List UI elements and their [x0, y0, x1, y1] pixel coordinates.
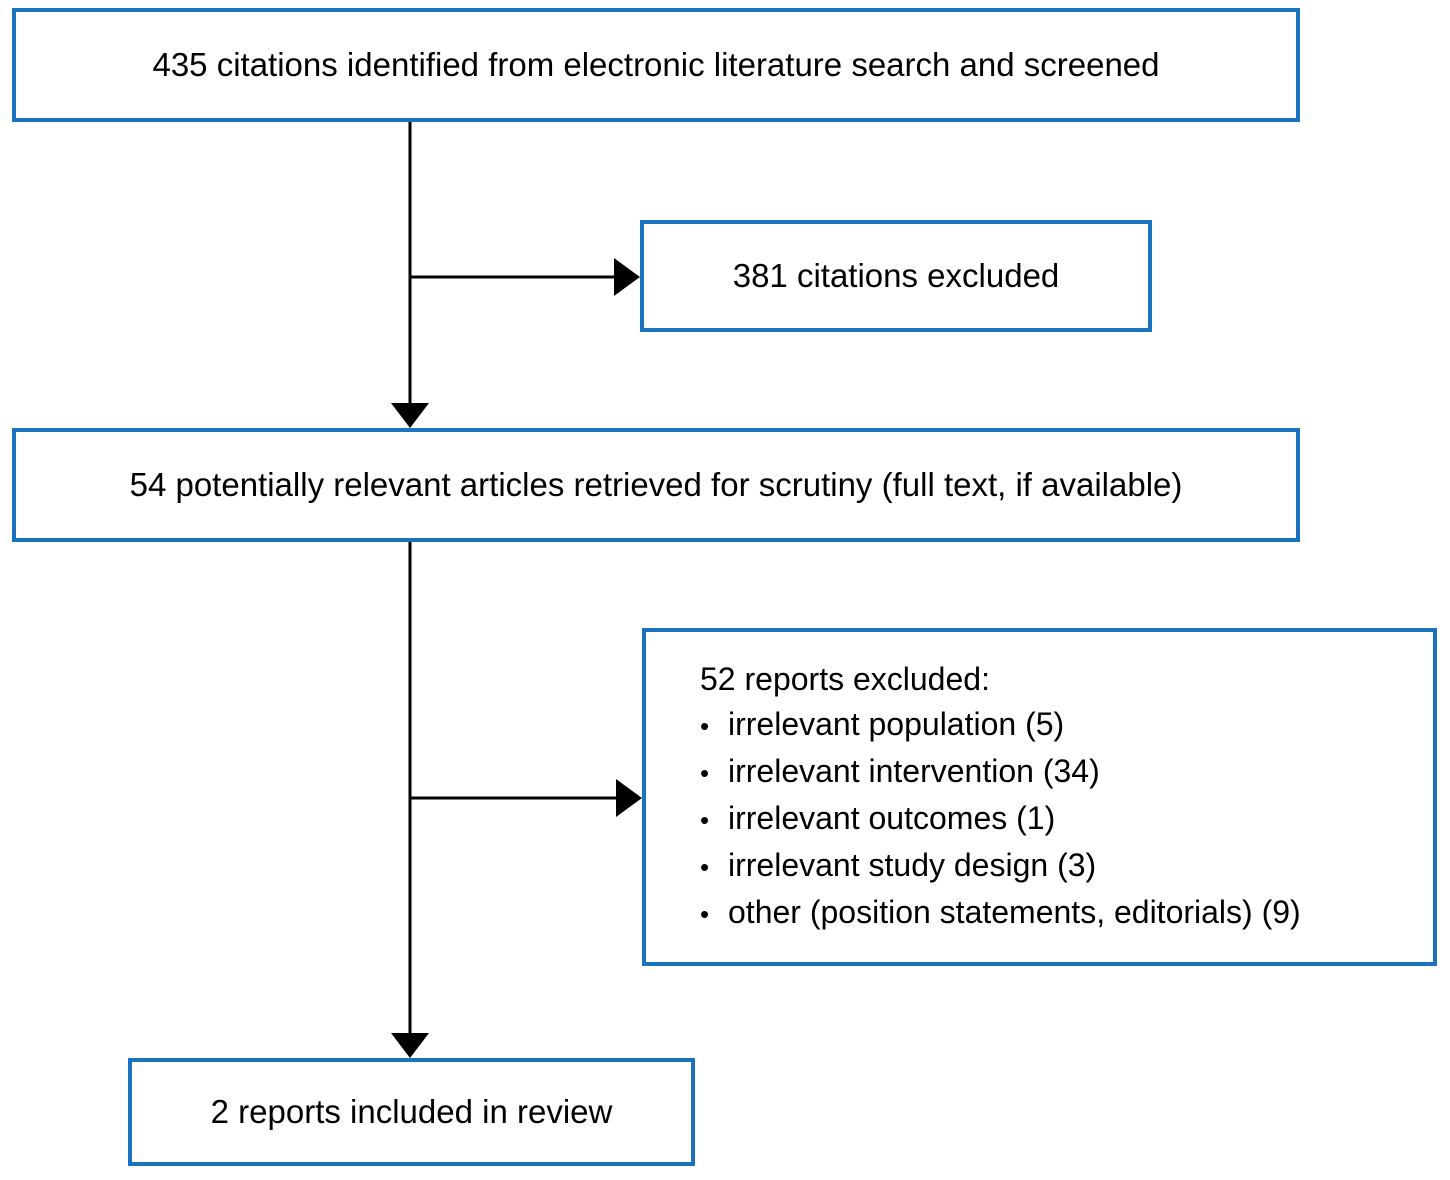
- box-reports-excluded: 52 reports excluded: • irrelevant popula…: [642, 628, 1437, 966]
- box-citations-screened-text: 435 citations identified from electronic…: [152, 46, 1160, 84]
- box-citations-screened: 435 citations identified from electronic…: [12, 8, 1300, 122]
- bullet-icon: •: [700, 852, 710, 882]
- box-citations-excluded-text: 381 citations excluded: [732, 257, 1060, 295]
- bullet-icon: •: [700, 805, 710, 835]
- box-articles-retrieved-text: 54 potentially relevant articles retriev…: [129, 466, 1183, 504]
- bullet-icon: •: [700, 899, 710, 929]
- reports-excluded-heading: 52 reports excluded:: [700, 661, 990, 697]
- arrow-to-reports-excluded: [410, 779, 642, 817]
- box-articles-retrieved: 54 potentially relevant articles retriev…: [12, 428, 1300, 542]
- excluded-reason-text: irrelevant outcomes (1): [728, 800, 1056, 836]
- excluded-reason-text: irrelevant study design (3): [728, 847, 1097, 883]
- excluded-reason-item: • irrelevant outcomes (1): [700, 796, 1055, 843]
- excluded-reason-text: irrelevant intervention (34): [728, 753, 1100, 789]
- arrow-to-citations-excluded: [410, 258, 640, 296]
- excluded-reason-item: • irrelevant study design (3): [700, 843, 1096, 890]
- box-reports-included-text: 2 reports included in review: [210, 1093, 613, 1131]
- excluded-reason-item: • irrelevant intervention (34): [700, 749, 1100, 796]
- box-reports-included: 2 reports included in review: [128, 1058, 695, 1166]
- bullet-icon: •: [700, 758, 710, 788]
- excluded-reason-item: • irrelevant population (5): [700, 702, 1064, 749]
- excluded-reason-text: irrelevant population (5): [728, 706, 1065, 742]
- excluded-reason-text: other (position statements, editorials) …: [728, 894, 1301, 930]
- arrow-screened-to-retrieved: [391, 122, 429, 428]
- bullet-icon: •: [700, 711, 710, 741]
- box-citations-excluded: 381 citations excluded: [640, 220, 1152, 332]
- excluded-reason-item: • other (position statements, editorials…: [700, 890, 1301, 937]
- arrow-retrieved-to-included: [391, 542, 429, 1058]
